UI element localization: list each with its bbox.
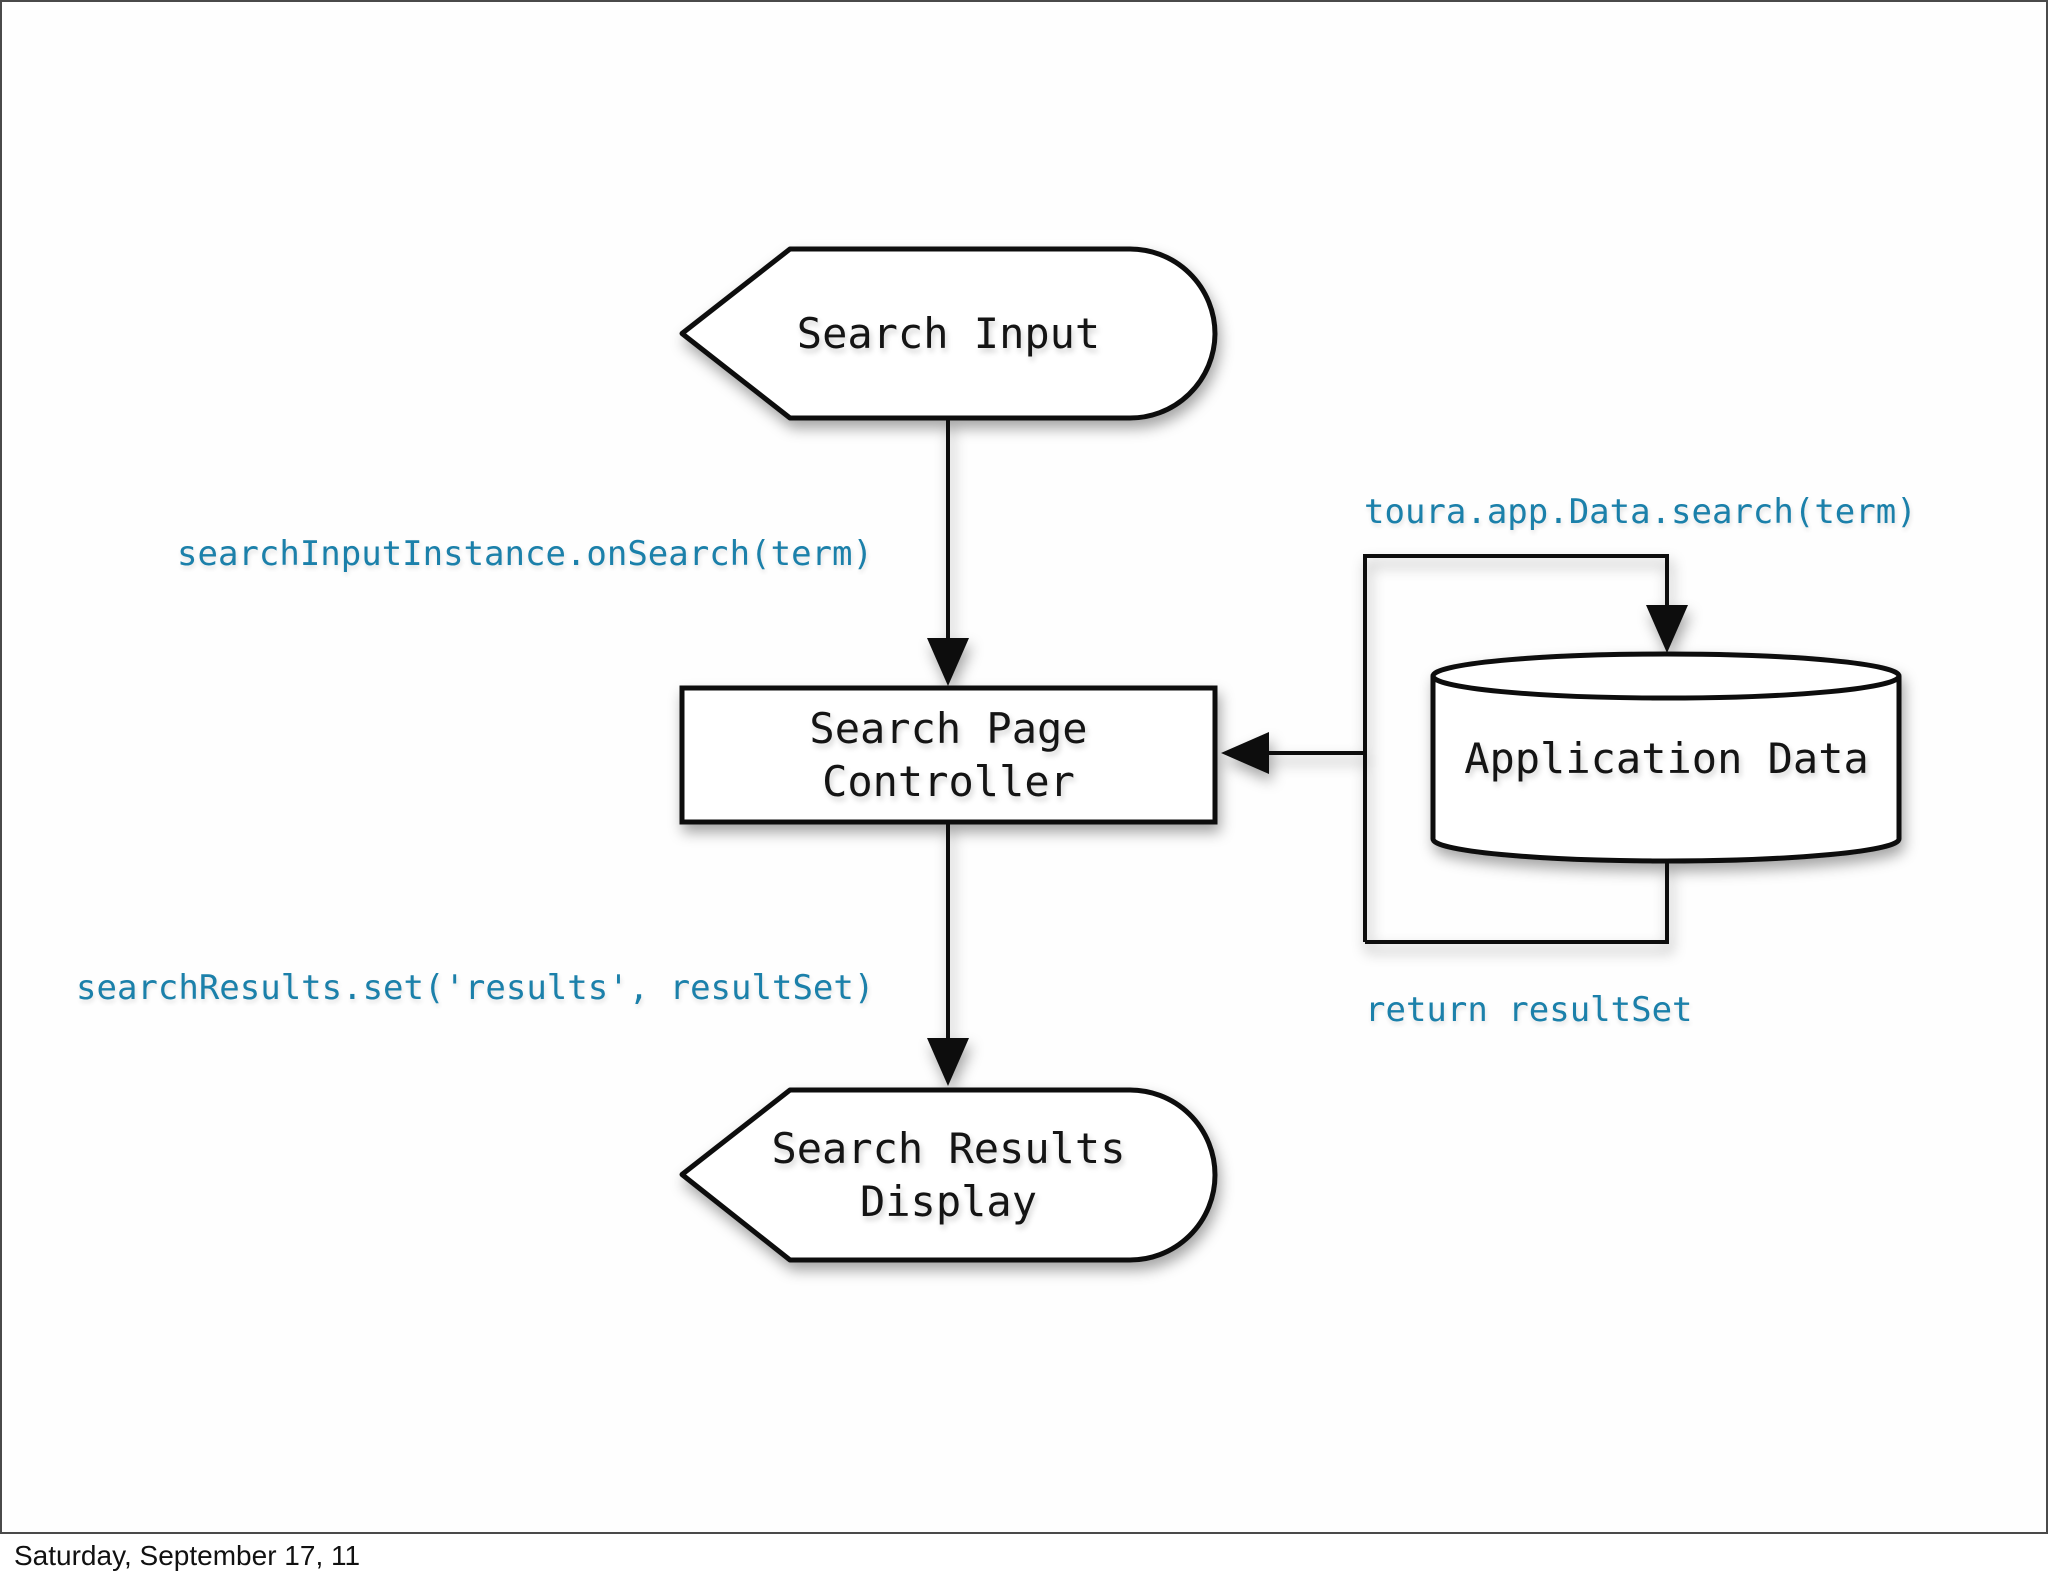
results-text-line1: Search Results (771, 1124, 1126, 1173)
annotation-return-resultset: return resultSet (1365, 990, 1693, 1030)
search-page-controller-label: Search Page Controller (682, 688, 1215, 822)
search-input-shape (679, 246, 1218, 421)
search-input-label: Search Input (682, 249, 1215, 418)
search-results-display-shape (679, 1087, 1218, 1263)
search-page-controller-shape (679, 685, 1218, 825)
annotation-set-results: searchResults.set('results', resultSet) (76, 968, 875, 1008)
arrowhead-into-controller (1221, 732, 1269, 774)
arrow-controller-to-results (927, 822, 969, 1086)
application-data-shape (1430, 651, 1902, 864)
loop-call-path (1221, 554, 1688, 944)
arrowhead-into-data (1646, 605, 1688, 653)
slide-date-caption: Saturday, September 17, 11 (14, 1540, 361, 1571)
results-text-line2: Display (859, 1177, 1037, 1226)
search-results-display-label: Search Results Display (682, 1090, 1215, 1260)
flowchart-diagram (679, 246, 1902, 1263)
controller-text-line1: Search Page (809, 704, 1088, 753)
application-data-label: Application Data (1433, 660, 1900, 856)
annotation-data-search: toura.app.Data.search(term) (1364, 492, 1917, 532)
annotation-onsearch: searchInputInstance.onSearch(term) (177, 534, 873, 574)
search-input-text: Search Input (796, 309, 1101, 358)
controller-text-line2: Controller (822, 757, 1075, 806)
application-data-text: Application Data (1464, 733, 1869, 783)
arrow-input-to-controller (927, 418, 969, 686)
